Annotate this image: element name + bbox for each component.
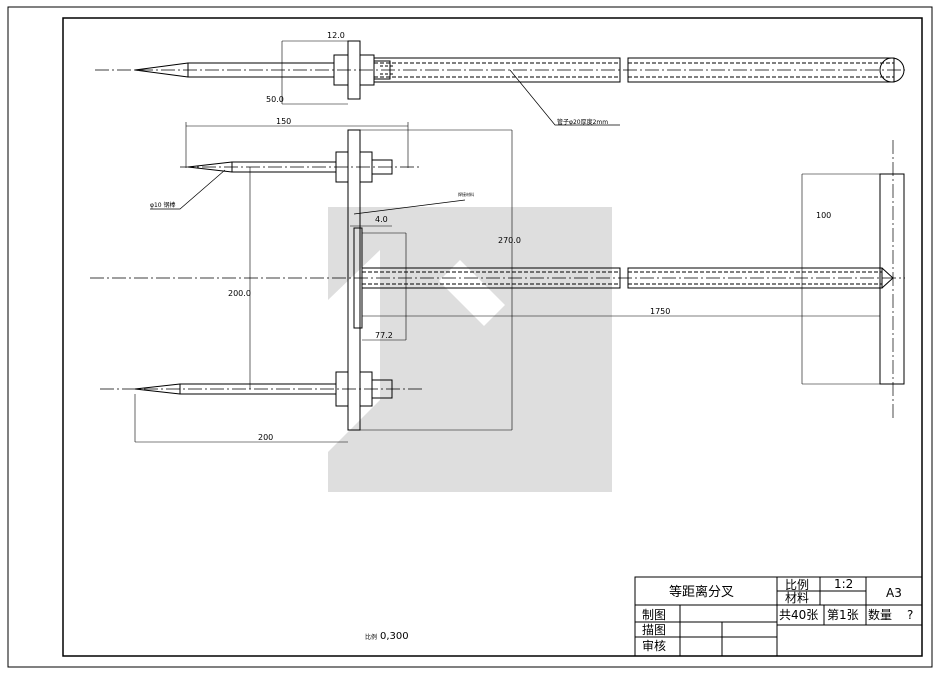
title-block-traced-label: 描图 [642, 623, 666, 637]
title-block-qty-label: 数量 [868, 607, 892, 622]
top-view [95, 40, 905, 126]
title-block-title: 等距离分叉 [669, 584, 734, 600]
dim-prong-span: 150 [276, 117, 291, 126]
title-block-material-label: 材料 [785, 591, 809, 605]
outer-border [7, 6, 933, 668]
title-block-paper-size: A3 [886, 586, 902, 600]
inner-border [62, 17, 923, 657]
dim-tbar-length: 100 [816, 211, 831, 220]
dim-bolt-length: 50.0 [266, 95, 284, 104]
dim-prong-spacing: 200.0 [228, 289, 251, 298]
title-block-drawn-label: 制图 [642, 608, 666, 622]
title-block-checked-label: 审核 [642, 638, 666, 653]
title-block-scale-label: 比例 [785, 578, 809, 592]
dim-offset-a: 4.0 [375, 215, 388, 224]
dim-bolt-gap: 12.0 [327, 31, 345, 40]
title-block-total-sheets: 共40张 [779, 608, 818, 622]
dim-lower-span: 200 [258, 433, 273, 442]
dim-half-depth: 270.0 [498, 236, 521, 245]
front-view [90, 122, 905, 443]
scale-note-label: 比例 [365, 633, 377, 641]
scale-note-value: 0,300 [380, 631, 409, 642]
note-tube-spec: 管子φ20厚度2mm [557, 118, 608, 126]
dim-handle-length: 1750 [650, 307, 670, 316]
watermark-logo [328, 207, 612, 492]
title-block-qty-value: ? [907, 608, 913, 622]
note-rod-spec: φ10 钢棒 [150, 201, 176, 209]
title-block-sheet-no: 第1张 [827, 608, 859, 622]
note-weld: 焊接材料 [458, 191, 474, 197]
dim-offset-b: 77.2 [375, 331, 393, 340]
title-block-scale-value: 1:2 [834, 577, 853, 591]
title-block [634, 576, 923, 657]
